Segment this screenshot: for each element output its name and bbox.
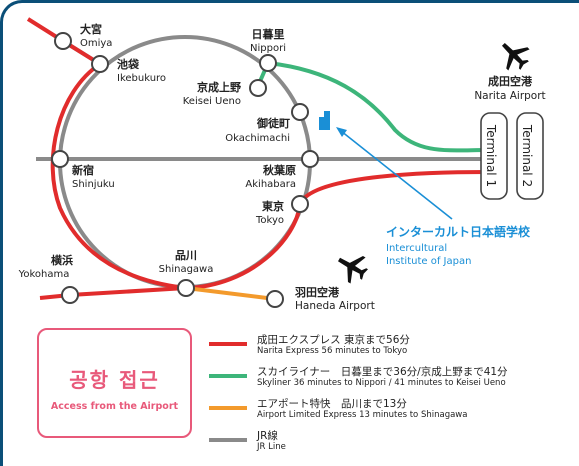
narita-label-ja: 成田空港 xyxy=(488,74,533,88)
ikebukuro-label-ja: 池袋 xyxy=(117,57,140,71)
legend-swatch xyxy=(209,374,247,378)
tokyo-label-en: Tokyo xyxy=(255,215,284,226)
skyliner-line xyxy=(267,61,489,153)
legend-label-en: Skyliner 36 minutes to Nippori / 41 minu… xyxy=(257,378,506,388)
access-subtitle: Access from the Airport xyxy=(50,401,179,412)
station-haneda xyxy=(266,290,284,308)
keisei-ueno-label-en: Keisei Ueno xyxy=(183,96,241,107)
okachimachi-label-en: Okachimachi xyxy=(225,133,290,144)
legend-label-ja: 成田エクスプレス 東京まで56分 xyxy=(257,334,410,346)
yokohama-label-ja: 横浜 xyxy=(51,253,73,267)
yokohama-label-en: Yokohama xyxy=(18,269,70,280)
omiya-label-ja: 大宮 xyxy=(80,22,102,36)
haneda-label-en: Haneda Airport xyxy=(295,300,375,312)
nippori-label-en: Nippori xyxy=(250,43,286,54)
legend-label-en: Airport Limited Express 13 minutes to Sh… xyxy=(257,410,468,420)
tokyo-label-ja: 東京 xyxy=(262,199,284,213)
station-keisei-ueno xyxy=(249,79,267,97)
station-omiya xyxy=(54,32,72,50)
access-title: 공항 접근 xyxy=(69,368,160,392)
legend-swatch xyxy=(209,406,247,410)
school-label-en-1: Intercultural xyxy=(386,243,447,254)
akihabara-label-ja: 秋葉原 xyxy=(263,163,296,177)
okachimachi-label-ja: 御徒町 xyxy=(256,116,290,130)
shinjuku-label-ja: 新宿 xyxy=(72,163,94,177)
station-tokyo xyxy=(291,195,309,213)
legend-label-en: Narita Express 56 minutes to Tokyo xyxy=(257,346,408,356)
shinjuku-label-en: Shinjuku xyxy=(72,179,115,190)
haneda-label-ja: 羽田空港 xyxy=(295,285,340,299)
station-nippori xyxy=(259,54,277,72)
airplane-icon xyxy=(501,42,530,71)
shinagawa-label-en: Shinagawa xyxy=(159,264,214,275)
school-label-ja: インターカルト日本語学校 xyxy=(386,224,531,239)
legend-label-en: JR Line xyxy=(257,442,286,452)
shinagawa-label-ja: 品川 xyxy=(175,249,197,262)
keisei-ueno-label-ja: 京成上野 xyxy=(197,80,241,94)
airport-express-line xyxy=(185,286,276,301)
omiya-label-en: Omiya xyxy=(80,38,112,49)
terminal-2-label: Terminal 2 xyxy=(520,124,534,187)
station-okachimachi xyxy=(291,103,309,121)
station-yokohama xyxy=(61,286,79,304)
airplane-icon xyxy=(338,256,368,284)
station-akihabara xyxy=(301,150,319,168)
station-shinjuku xyxy=(51,150,69,168)
legend-label-ja: スカイライナー 日暮里まで36分/京成上野まで41分 xyxy=(257,366,508,378)
legend-swatch xyxy=(209,342,247,346)
station-ikebukuro xyxy=(91,55,109,73)
school-pointer-line xyxy=(340,130,453,220)
narita-terminal-2 xyxy=(516,112,544,200)
access-box: 공항 접근 Access from the Airport xyxy=(37,328,192,438)
terminal-1-label: Terminal 1 xyxy=(484,124,498,187)
school-label-en-2: Institute of Japan xyxy=(386,256,471,267)
narita-express-west xyxy=(26,17,187,290)
station-shinagawa xyxy=(177,279,195,297)
ikebukuro-label-en: Ikebukuro xyxy=(117,73,166,84)
legend-label-ja: エアポート特快 品川まで13分 xyxy=(257,398,407,410)
narita-label-en: Narita Airport xyxy=(474,90,545,102)
school-marker-icon xyxy=(319,111,330,130)
legend-label-ja: JR線 xyxy=(257,430,278,442)
legend-swatch xyxy=(209,438,247,442)
school-pointer-arrowhead xyxy=(336,127,347,137)
nippori-label-ja: 日暮里 xyxy=(252,27,285,41)
narita-terminal-1 xyxy=(480,112,508,200)
akihabara-label-en: Akihabara xyxy=(245,179,296,190)
